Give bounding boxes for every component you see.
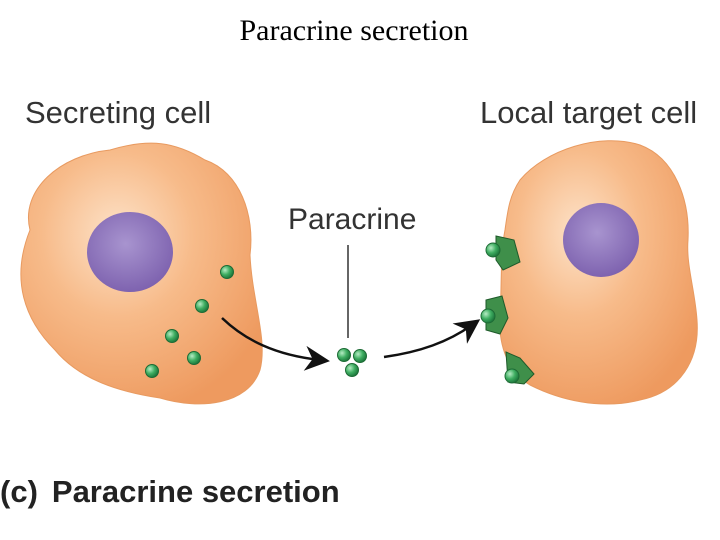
target-cell-label: Local target cell bbox=[480, 95, 698, 130]
caption-text: Paracrine secretion bbox=[51, 474, 340, 509]
slide-title: Paracrine secretion bbox=[239, 14, 469, 47]
receptors bbox=[480, 235, 535, 385]
secreting-cell-molecules bbox=[145, 265, 234, 378]
paracrine-signal-label: Paracrine bbox=[288, 203, 417, 236]
secreting-cell-label: Secreting cell bbox=[25, 95, 212, 130]
released-molecules bbox=[337, 348, 367, 377]
caption-part-letter: (c) bbox=[0, 474, 38, 509]
secreting-cell-nucleus bbox=[87, 212, 173, 292]
diffusion-arrow bbox=[383, 319, 481, 359]
release-arrow bbox=[221, 317, 330, 371]
figure-caption: (c) Paracrine secretion bbox=[0, 474, 340, 510]
target-cell-nucleus bbox=[563, 203, 639, 277]
